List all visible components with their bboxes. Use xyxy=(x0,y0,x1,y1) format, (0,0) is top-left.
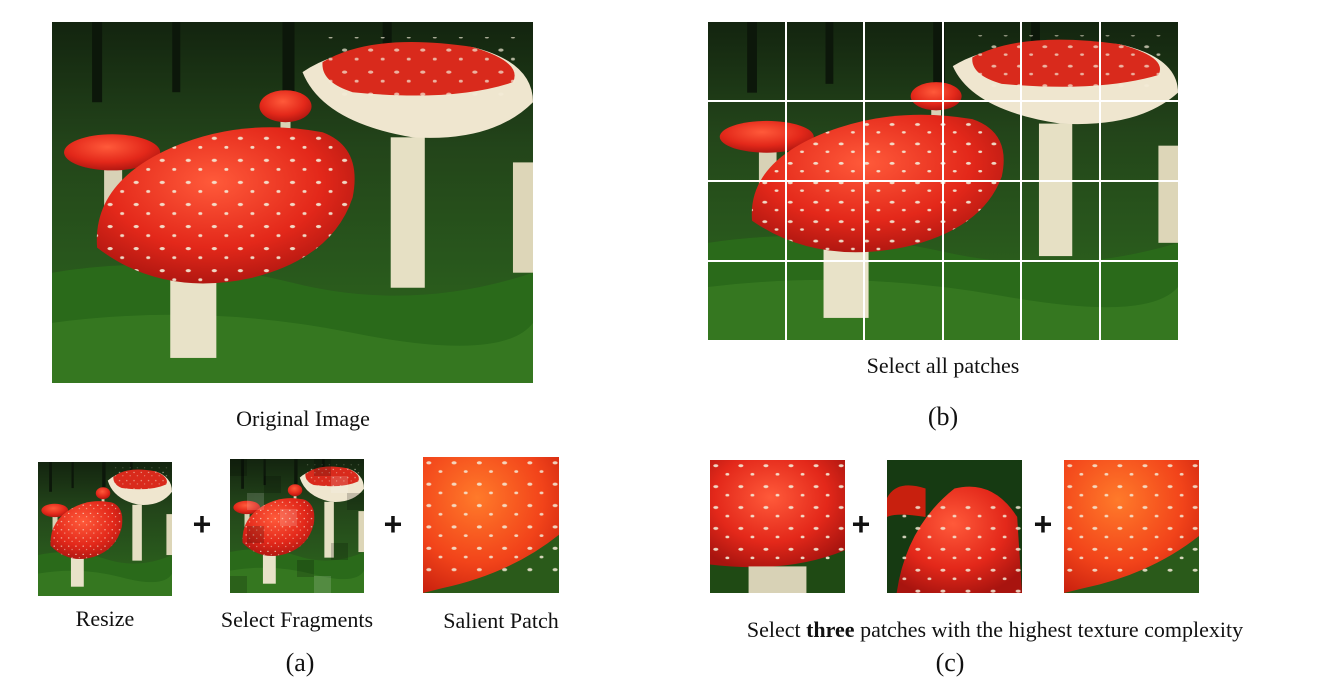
fragments-thumbnail xyxy=(230,459,364,593)
resize-thumbnail xyxy=(38,462,172,596)
resize-caption: Resize xyxy=(75,606,135,631)
select-three-caption: Select three patches with the highest te… xyxy=(660,617,1320,643)
texture-patch-1 xyxy=(710,460,845,593)
original-image-caption: Original Image xyxy=(236,406,370,431)
subfigure-label-c: (c) xyxy=(935,648,965,677)
patch-grid xyxy=(708,22,1178,340)
subfigure-label-a: (a) xyxy=(285,648,315,677)
plus-sign-a2: + xyxy=(383,506,403,542)
grid-patches-image xyxy=(708,22,1178,340)
select-all-caption: Select all patches xyxy=(866,353,1020,378)
plus-sign-a1: + xyxy=(192,506,212,542)
original-image xyxy=(52,22,533,383)
texture-patch-3 xyxy=(1064,460,1199,593)
plus-sign-c2: + xyxy=(1033,506,1053,542)
select-three-suffix: patches with the highest texture complex… xyxy=(854,617,1244,642)
select-three-bold: three xyxy=(806,617,855,642)
salient-patch-thumbnail xyxy=(423,457,559,593)
plus-sign-c1: + xyxy=(851,506,871,542)
subfigure-label-b: (b) xyxy=(927,402,959,431)
select-three-prefix: Select xyxy=(746,617,807,642)
select-fragments-caption: Select Fragments xyxy=(220,607,374,632)
salient-patch-caption: Salient Patch xyxy=(443,608,559,633)
texture-patch-2 xyxy=(887,460,1022,593)
